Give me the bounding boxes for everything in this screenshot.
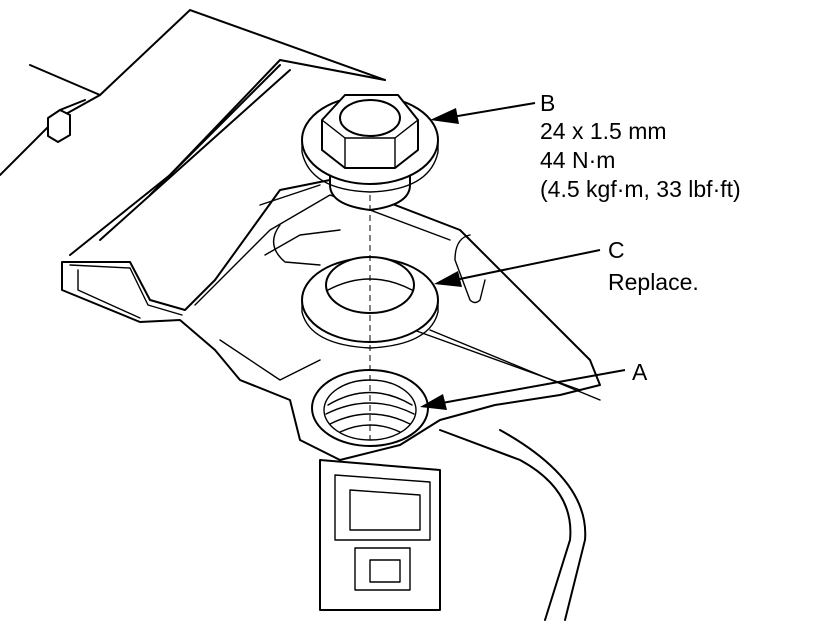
callout-b-torque-nm: 44 N·m <box>540 147 615 173</box>
callout-c-note: Replace. <box>608 269 699 295</box>
callout-a-leader <box>420 369 626 410</box>
drain-bolt <box>301 94 439 211</box>
callout-c-leader <box>434 249 601 287</box>
callout-b-torque-alt: (4.5 kgf·m, 33 lbf·ft) <box>540 176 741 202</box>
callout-b-letter: B <box>540 90 555 116</box>
callout-b-leader <box>430 102 536 124</box>
callout-b-size: 24 x 1.5 mm <box>540 118 667 144</box>
transmission-housing <box>0 8 386 256</box>
callout-a-letter: A <box>632 359 648 385</box>
sensor-connector <box>319 429 587 621</box>
callout-c-letter: C <box>608 237 625 263</box>
